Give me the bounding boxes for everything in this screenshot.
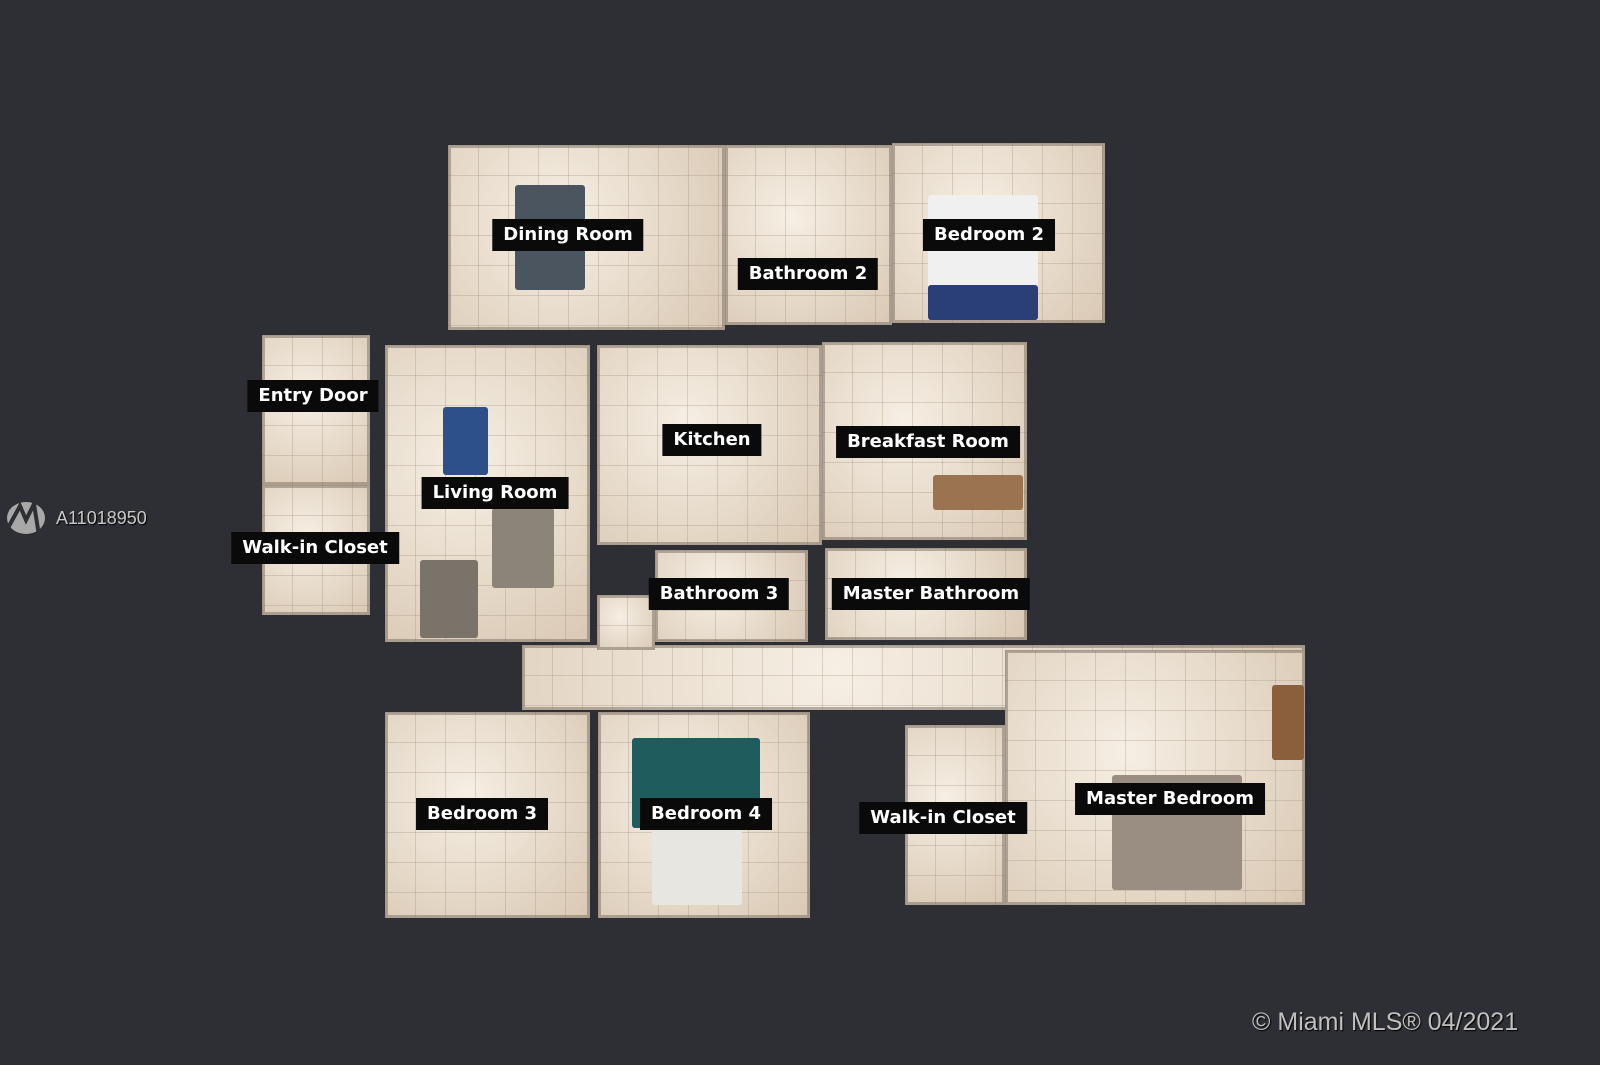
listing-id: A11018950 [56,508,147,528]
room-label-bedroom-4[interactable]: Bedroom 4 [640,798,772,830]
copyright-watermark: © Miami MLS® 04/2021 [1252,1008,1519,1036]
sofa [443,407,488,475]
room-kitchen [597,345,822,545]
armchair [420,560,478,638]
room-hallway-2 [597,595,655,650]
dresser [1272,685,1304,760]
room-label-walk-in-closet-2[interactable]: Walk-in Closet [859,802,1027,834]
counter [933,475,1023,510]
room-label-kitchen[interactable]: Kitchen [662,424,762,456]
room-label-entry-door[interactable]: Entry Door [247,380,379,412]
rug [928,285,1038,320]
bed [652,820,742,905]
room-label-walk-in-closet[interactable]: Walk-in Closet [231,532,399,564]
room-label-bathroom-3[interactable]: Bathroom 3 [648,578,790,610]
room-label-bedroom-3[interactable]: Bedroom 3 [416,798,548,830]
room-label-dining-room[interactable]: Dining Room [492,219,644,251]
room-label-bedroom-2[interactable]: Bedroom 2 [923,219,1055,251]
room-label-living-room[interactable]: Living Room [421,477,569,509]
room-label-breakfast-room[interactable]: Breakfast Room [836,426,1020,458]
sofa [492,508,554,588]
room-label-master-bedroom[interactable]: Master Bedroom [1075,783,1265,815]
room-bathroom-2 [725,145,892,325]
mls-logo-icon [6,498,45,543]
room-label-master-bathroom[interactable]: Master Bathroom [831,578,1031,610]
room-label-bathroom-2[interactable]: Bathroom 2 [737,258,879,290]
